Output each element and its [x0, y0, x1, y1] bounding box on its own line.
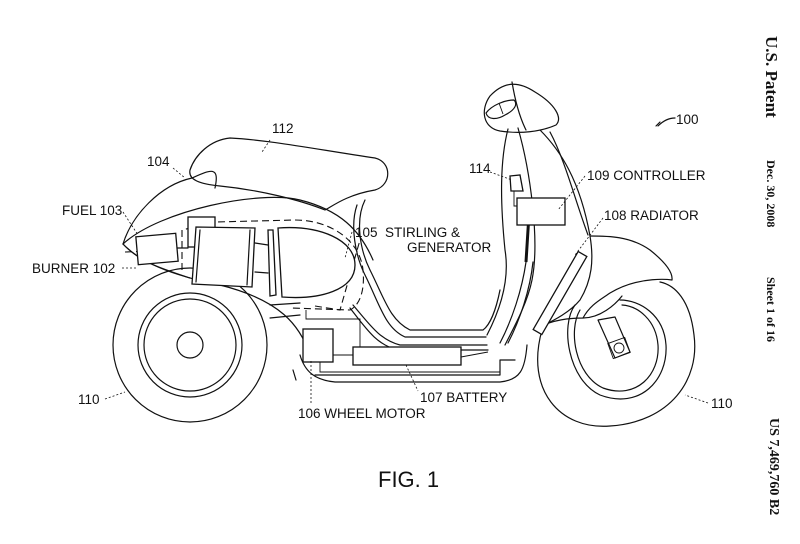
- label-100: 100: [676, 112, 699, 127]
- engine-assembly: [124, 216, 364, 311]
- label-fuel-103: FUEL 103: [62, 203, 122, 218]
- handlebar: [483, 81, 560, 133]
- controller-109: [516, 197, 566, 226]
- label-controller-109: 109 CONTROLLER: [587, 168, 706, 183]
- label-rear-wheel-110: 110: [78, 392, 100, 407]
- label-radiator-108: 108 RADIATOR: [604, 208, 699, 223]
- wheel-motor-106: [302, 328, 334, 363]
- label-burner-102: BURNER 102: [32, 261, 115, 276]
- label-104: 104: [147, 154, 170, 169]
- front-body: [486, 127, 593, 346]
- component-114: [509, 174, 524, 192]
- battery-107: [352, 346, 462, 366]
- figure-caption: FIG. 1: [378, 467, 439, 492]
- label-wheel-motor-106: 106 WHEEL MOTOR: [298, 406, 426, 421]
- leader-lines: [104, 117, 709, 404]
- label-battery-107: 107 BATTERY: [420, 390, 507, 405]
- radiator-108: [532, 250, 588, 336]
- front-wheel: [537, 281, 696, 427]
- label-front-wheel-110: 110: [711, 396, 733, 411]
- label-stirling-105: 105 STIRLING &: [355, 225, 460, 240]
- rear-wheel: [112, 267, 268, 423]
- front-fender: [539, 235, 673, 328]
- seat-112: [189, 137, 389, 211]
- label-generator-105: GENERATOR: [407, 240, 492, 255]
- label-114: 114: [469, 161, 491, 176]
- label-112: 112: [272, 121, 294, 136]
